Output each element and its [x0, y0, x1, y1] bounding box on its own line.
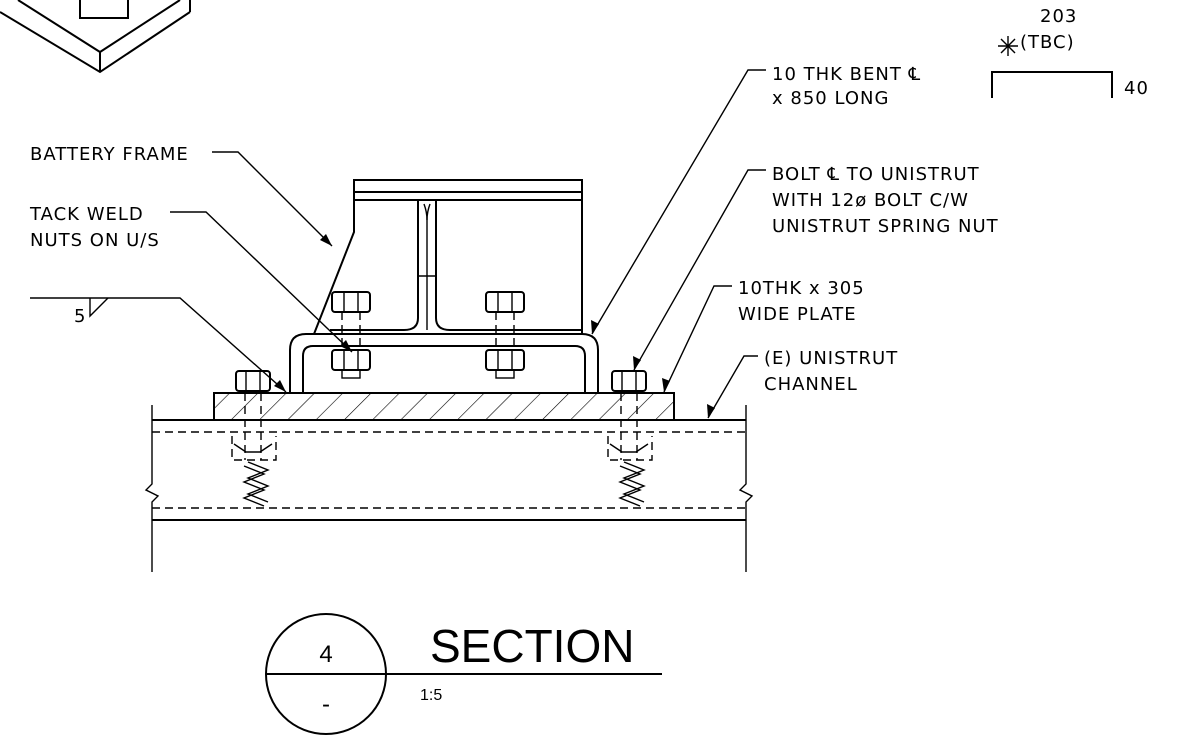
- bent-plate-label-line1: 10 THK BENT ℄: [772, 64, 921, 85]
- battery-frame: [313, 179, 583, 335]
- bolt-label-line2: WITH 12ø BOLT C/W: [772, 190, 969, 211]
- section-title: SECTION: [430, 620, 634, 672]
- tack-weld-label-line1: TACK WELD: [29, 204, 144, 225]
- bolt-label-line1: BOLT ℄ TO UNISTRUT: [772, 164, 980, 185]
- base-plate: [213, 392, 675, 421]
- bent-plate: [289, 333, 599, 393]
- unistrut-label-line2: CHANNEL: [764, 374, 858, 395]
- dim-tbc-text: (TBC): [1020, 32, 1075, 53]
- scale-label: 1:5: [420, 687, 442, 704]
- frame-bolt-right: [485, 291, 525, 379]
- bent-plate-label-line2: x 850 LONG: [772, 88, 889, 109]
- leader-lines: [30, 69, 766, 419]
- unistrut-bolt-right: [607, 370, 653, 507]
- tack-weld-label-line2: NUTS ON U/S: [30, 230, 160, 251]
- section-title-block: 4 - SECTION 1:5: [265, 613, 662, 735]
- unistrut-channel: [144, 405, 754, 572]
- unistrut-label-line1: (E) UNISTRUT: [764, 348, 898, 369]
- plate-label-line2: WIDE PLATE: [738, 304, 857, 325]
- sheet-reference: -: [322, 691, 330, 718]
- dim-top-text: 203: [1040, 6, 1077, 27]
- bent-plate-dimension-sketch: 203 (TBC) 40: [991, 6, 1149, 99]
- plate-label-line1: 10THK x 305: [738, 278, 865, 299]
- dim-side-text: 40: [1124, 78, 1149, 99]
- bolt-label-line3: UNISTRUT SPRING NUT: [772, 216, 999, 237]
- weld-size-label: 5: [74, 306, 86, 327]
- asterisk-icon: [998, 36, 1018, 56]
- unistrut-bolt-left: [231, 370, 277, 507]
- battery-frame-label: BATTERY FRAME: [30, 144, 189, 165]
- section-number: 4: [319, 641, 332, 668]
- isometric-detail-fragment: [0, 0, 191, 74]
